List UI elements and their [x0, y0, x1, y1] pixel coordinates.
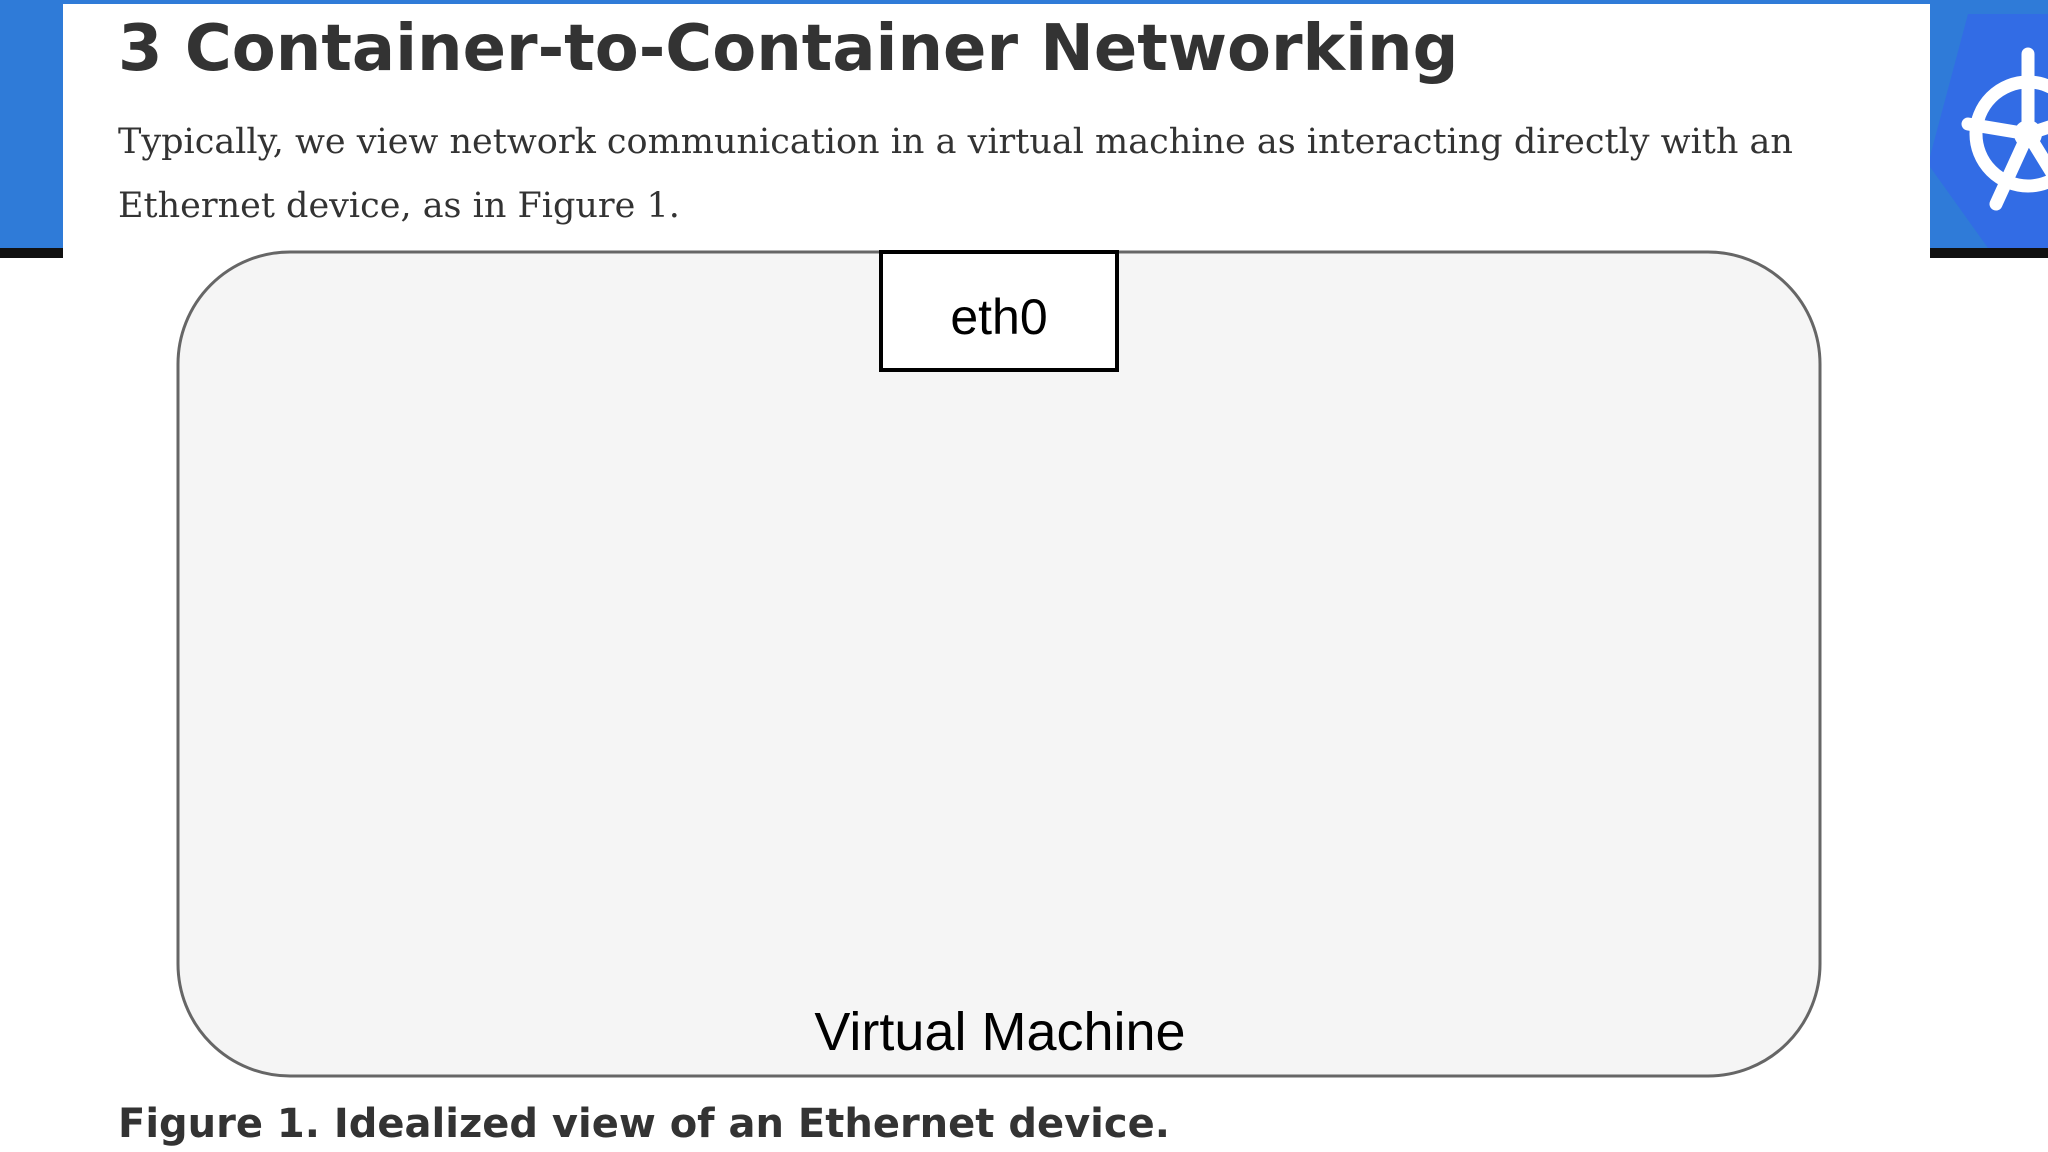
article-card: 3 Container-to-Container Networking Typi… [63, 4, 1930, 1152]
kubernetes-logo-icon [1928, 14, 2048, 248]
figure-diagram: eth0 Virtual Machine [176, 250, 1822, 1078]
eth0-interface-label: eth0 [950, 289, 1047, 345]
virtual-machine-box [176, 250, 1822, 1078]
eth0-interface-box [879, 250, 1119, 372]
figure-caption: Figure 1. Idealized view of an Ethernet … [118, 1101, 1170, 1147]
article-intro-paragraph: Typically, we view network communication… [118, 122, 1793, 226]
article-title: 3 Container-to-Container Networking [118, 12, 1459, 86]
virtual-machine-label: Virtual Machine [814, 1002, 1185, 1062]
